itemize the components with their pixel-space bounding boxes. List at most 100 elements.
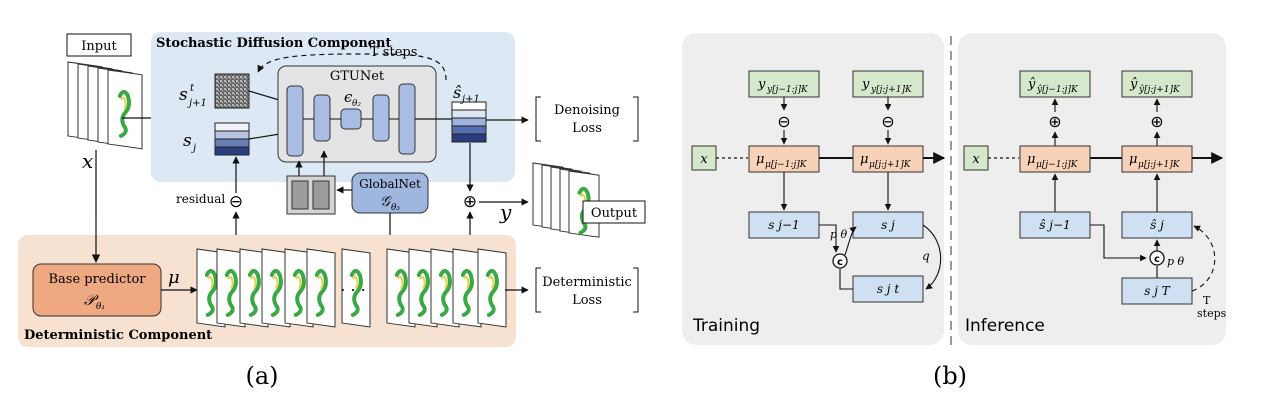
s-j-box: [852, 211, 924, 239]
s-t-label: s t j+1: [179, 83, 207, 109]
panel-a: Stochastic Diffusion Component Determini…: [18, 32, 646, 390]
svg-text:y: y: [861, 77, 870, 92]
svg-text:y: y: [757, 77, 766, 92]
svg-text:s: s: [179, 85, 188, 105]
svg-text:ŝ: ŝ: [453, 83, 461, 102]
mu-prev-box-infer: [1019, 145, 1091, 173]
deterministic-loss-line2: Loss: [572, 293, 602, 308]
s-t-label-b: s j t: [877, 282, 900, 296]
y-next-label: y y[j:j+1]K: [861, 77, 913, 95]
svg-text:θ₁: θ₁: [96, 302, 105, 312]
input-label: Input: [81, 39, 117, 54]
concat-node-train: [832, 253, 848, 269]
svg-text:t: t: [190, 83, 195, 94]
x-label-infer: x: [972, 152, 980, 167]
output-frames: [532, 162, 600, 238]
y-prev-box: [748, 70, 820, 98]
svg-text:j: j: [191, 143, 196, 154]
svg-text:y[j:j+1]K: y[j:j+1]K: [870, 85, 913, 95]
deterministic-frame: [284, 248, 314, 328]
shat-j-box: [1121, 211, 1193, 239]
minus-op-a: ⊖: [229, 192, 243, 212]
input-box: [66, 33, 132, 57]
svg-text:𝒢: 𝒢: [380, 194, 392, 210]
plus-op-b2: ⊕: [1150, 112, 1163, 131]
mu-prev-box: [748, 145, 820, 173]
svg-text:μ[j−1:j]K: μ[j−1:j]K: [1036, 160, 1079, 170]
caption-a: (a): [245, 362, 278, 390]
gtunet-label: GTUNet: [330, 69, 385, 84]
minus-op-b2: ⊖: [881, 112, 894, 131]
svg-text:j+1: j+1: [460, 94, 480, 105]
yhat-prev-label: ŷ ŷ[j−1:j]K: [1027, 77, 1079, 95]
svg-text:μ[j−1:j]K: μ[j−1:j]K: [765, 160, 808, 170]
base-predictor-label: Base predictor: [48, 272, 146, 287]
y-prev-label: y y[j−1:j]K: [757, 77, 809, 95]
x-box-infer: [963, 145, 989, 171]
s-hat-stack: [451, 101, 487, 143]
p-theta-train: p θ: [830, 228, 848, 241]
unet-blocks: [286, 83, 416, 157]
t-steps-loop-infer: [1191, 225, 1216, 292]
mu-next-label-infer: μ μ[j:j+1]K: [1129, 152, 1181, 170]
denoising-loss-line1: Denoising: [554, 103, 620, 118]
deterministic-title: Deterministic Component: [24, 328, 212, 343]
deterministic-frame: [239, 248, 269, 328]
concat-c-infer: c: [1154, 254, 1160, 265]
t-steps-infer-2: steps: [1197, 307, 1227, 320]
yhat-next-box: [1121, 70, 1193, 98]
shat-prev-box: [1019, 211, 1091, 239]
mu-prev-label: μ μ[j−1:j]K: [756, 152, 808, 170]
memory-block: [286, 175, 336, 215]
output-box: [582, 200, 646, 224]
s-j-stack: [214, 122, 250, 156]
mu-next-label: μ μ[j:j+1]K: [860, 152, 912, 170]
s-prev-box: [748, 211, 820, 239]
inference-panel: [958, 33, 1226, 345]
s-t-box: [852, 275, 924, 303]
training-label: Training: [692, 316, 760, 336]
svg-text:μ: μ: [756, 152, 764, 167]
input-frame: [107, 69, 143, 150]
output-label: Output: [591, 206, 638, 221]
plus-op-a: ⊕: [463, 192, 477, 212]
svg-text:j+1: j+1: [187, 98, 207, 109]
s-j-label: s j: [183, 131, 196, 154]
input-frame-stack: [67, 61, 143, 150]
plus-op-b1: ⊕: [1048, 112, 1061, 131]
shat-prev-label: ŝ j−1: [1039, 218, 1070, 232]
epsilon-label: ϵ θ₂: [344, 88, 361, 109]
denoising-loss-line2: Loss: [572, 121, 602, 136]
t-steps-infer-1: T: [1203, 294, 1211, 307]
svg-text:ŷ: ŷ: [1027, 77, 1036, 92]
svg-text:y[j−1:j]K: y[j−1:j]K: [766, 85, 809, 95]
s-T-label: s j T: [1144, 284, 1171, 298]
svg-text:ŷ: ŷ: [1129, 77, 1138, 92]
y-label: y: [499, 200, 512, 224]
shat-j-label: ŝ j: [1150, 218, 1164, 232]
svg-text:ŷ[j−1:j]K: ŷ[j−1:j]K: [1036, 84, 1079, 95]
svg-text:ϵ: ϵ: [344, 88, 353, 106]
svg-text:μ[j:j+1]K: μ[j:j+1]K: [869, 160, 912, 170]
svg-text:ŷ[j:j+1]K: ŷ[j:j+1]K: [1138, 84, 1181, 95]
deterministic-frame: [216, 248, 246, 328]
inference-label: Inference: [965, 316, 1045, 336]
svg-text:μ[j:j+1]K: μ[j:j+1]K: [1138, 160, 1181, 170]
noise-block: [214, 73, 250, 109]
x-label-train: x: [700, 152, 708, 167]
mu-prev-label-infer: μ μ[j−1:j]K: [1027, 152, 1079, 170]
deterministic-loss-brace: [535, 267, 639, 313]
x-label: x: [82, 149, 93, 173]
ellipsis: . . .: [340, 276, 365, 295]
deterministic-frame: [341, 248, 371, 328]
svg-text:θ₃: θ₃: [391, 203, 400, 213]
svg-text:μ: μ: [1027, 152, 1035, 167]
deterministic-frame: [408, 248, 438, 328]
s-prev-label: s j−1: [768, 218, 799, 232]
y-next-box: [852, 70, 924, 98]
concat-c-train: c: [837, 257, 843, 268]
deterministic-loss-line1: Deterministic: [542, 275, 632, 290]
deterministic-frame: [306, 248, 336, 328]
stochastic-title: Stochastic Diffusion Component: [156, 36, 392, 51]
